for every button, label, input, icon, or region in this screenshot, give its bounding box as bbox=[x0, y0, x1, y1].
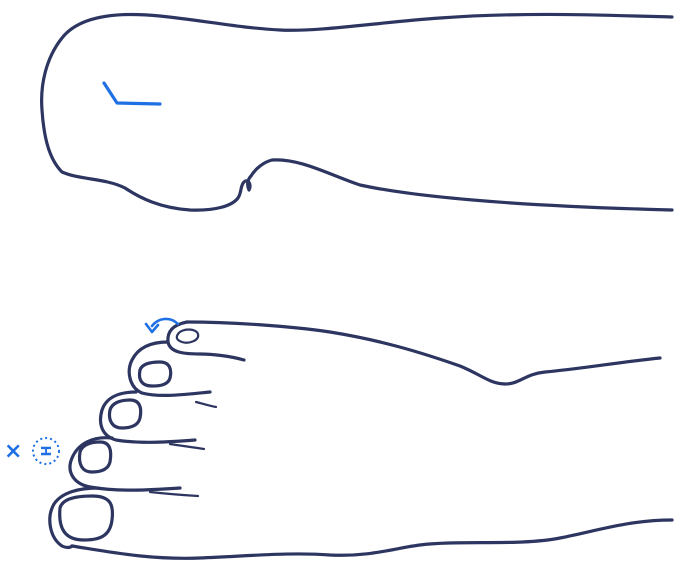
foot-side-upper-outline bbox=[42, 14, 672, 210]
circled-letter-h: H bbox=[37, 446, 52, 457]
toe-big-nail bbox=[60, 496, 113, 540]
toe-big-connector bbox=[150, 492, 198, 496]
toe-second-nail bbox=[80, 442, 111, 472]
toe-fourth-nail bbox=[140, 362, 171, 386]
foot-side-view bbox=[42, 14, 672, 210]
toe-annotation: × H bbox=[4, 438, 59, 464]
angle-marker bbox=[104, 83, 160, 104]
forefoot-top-view: × H bbox=[4, 319, 672, 558]
toe-little-nail bbox=[177, 330, 198, 343]
toe-big bbox=[50, 488, 198, 548]
toe-fourth bbox=[129, 342, 210, 395]
toe-little bbox=[168, 322, 244, 360]
forefoot-top-outline bbox=[187, 322, 660, 384]
forefoot-bottom-outline bbox=[72, 520, 672, 558]
toe-third-nail bbox=[110, 400, 141, 428]
toe-third-outline bbox=[101, 392, 195, 442]
x-mark: × bbox=[4, 439, 22, 464]
toe-second-connector bbox=[170, 444, 204, 449]
toe-third bbox=[101, 392, 216, 442]
toe-third-connector bbox=[196, 402, 216, 407]
toe-second bbox=[70, 438, 204, 490]
rotation-arrow-curve bbox=[152, 319, 178, 326]
